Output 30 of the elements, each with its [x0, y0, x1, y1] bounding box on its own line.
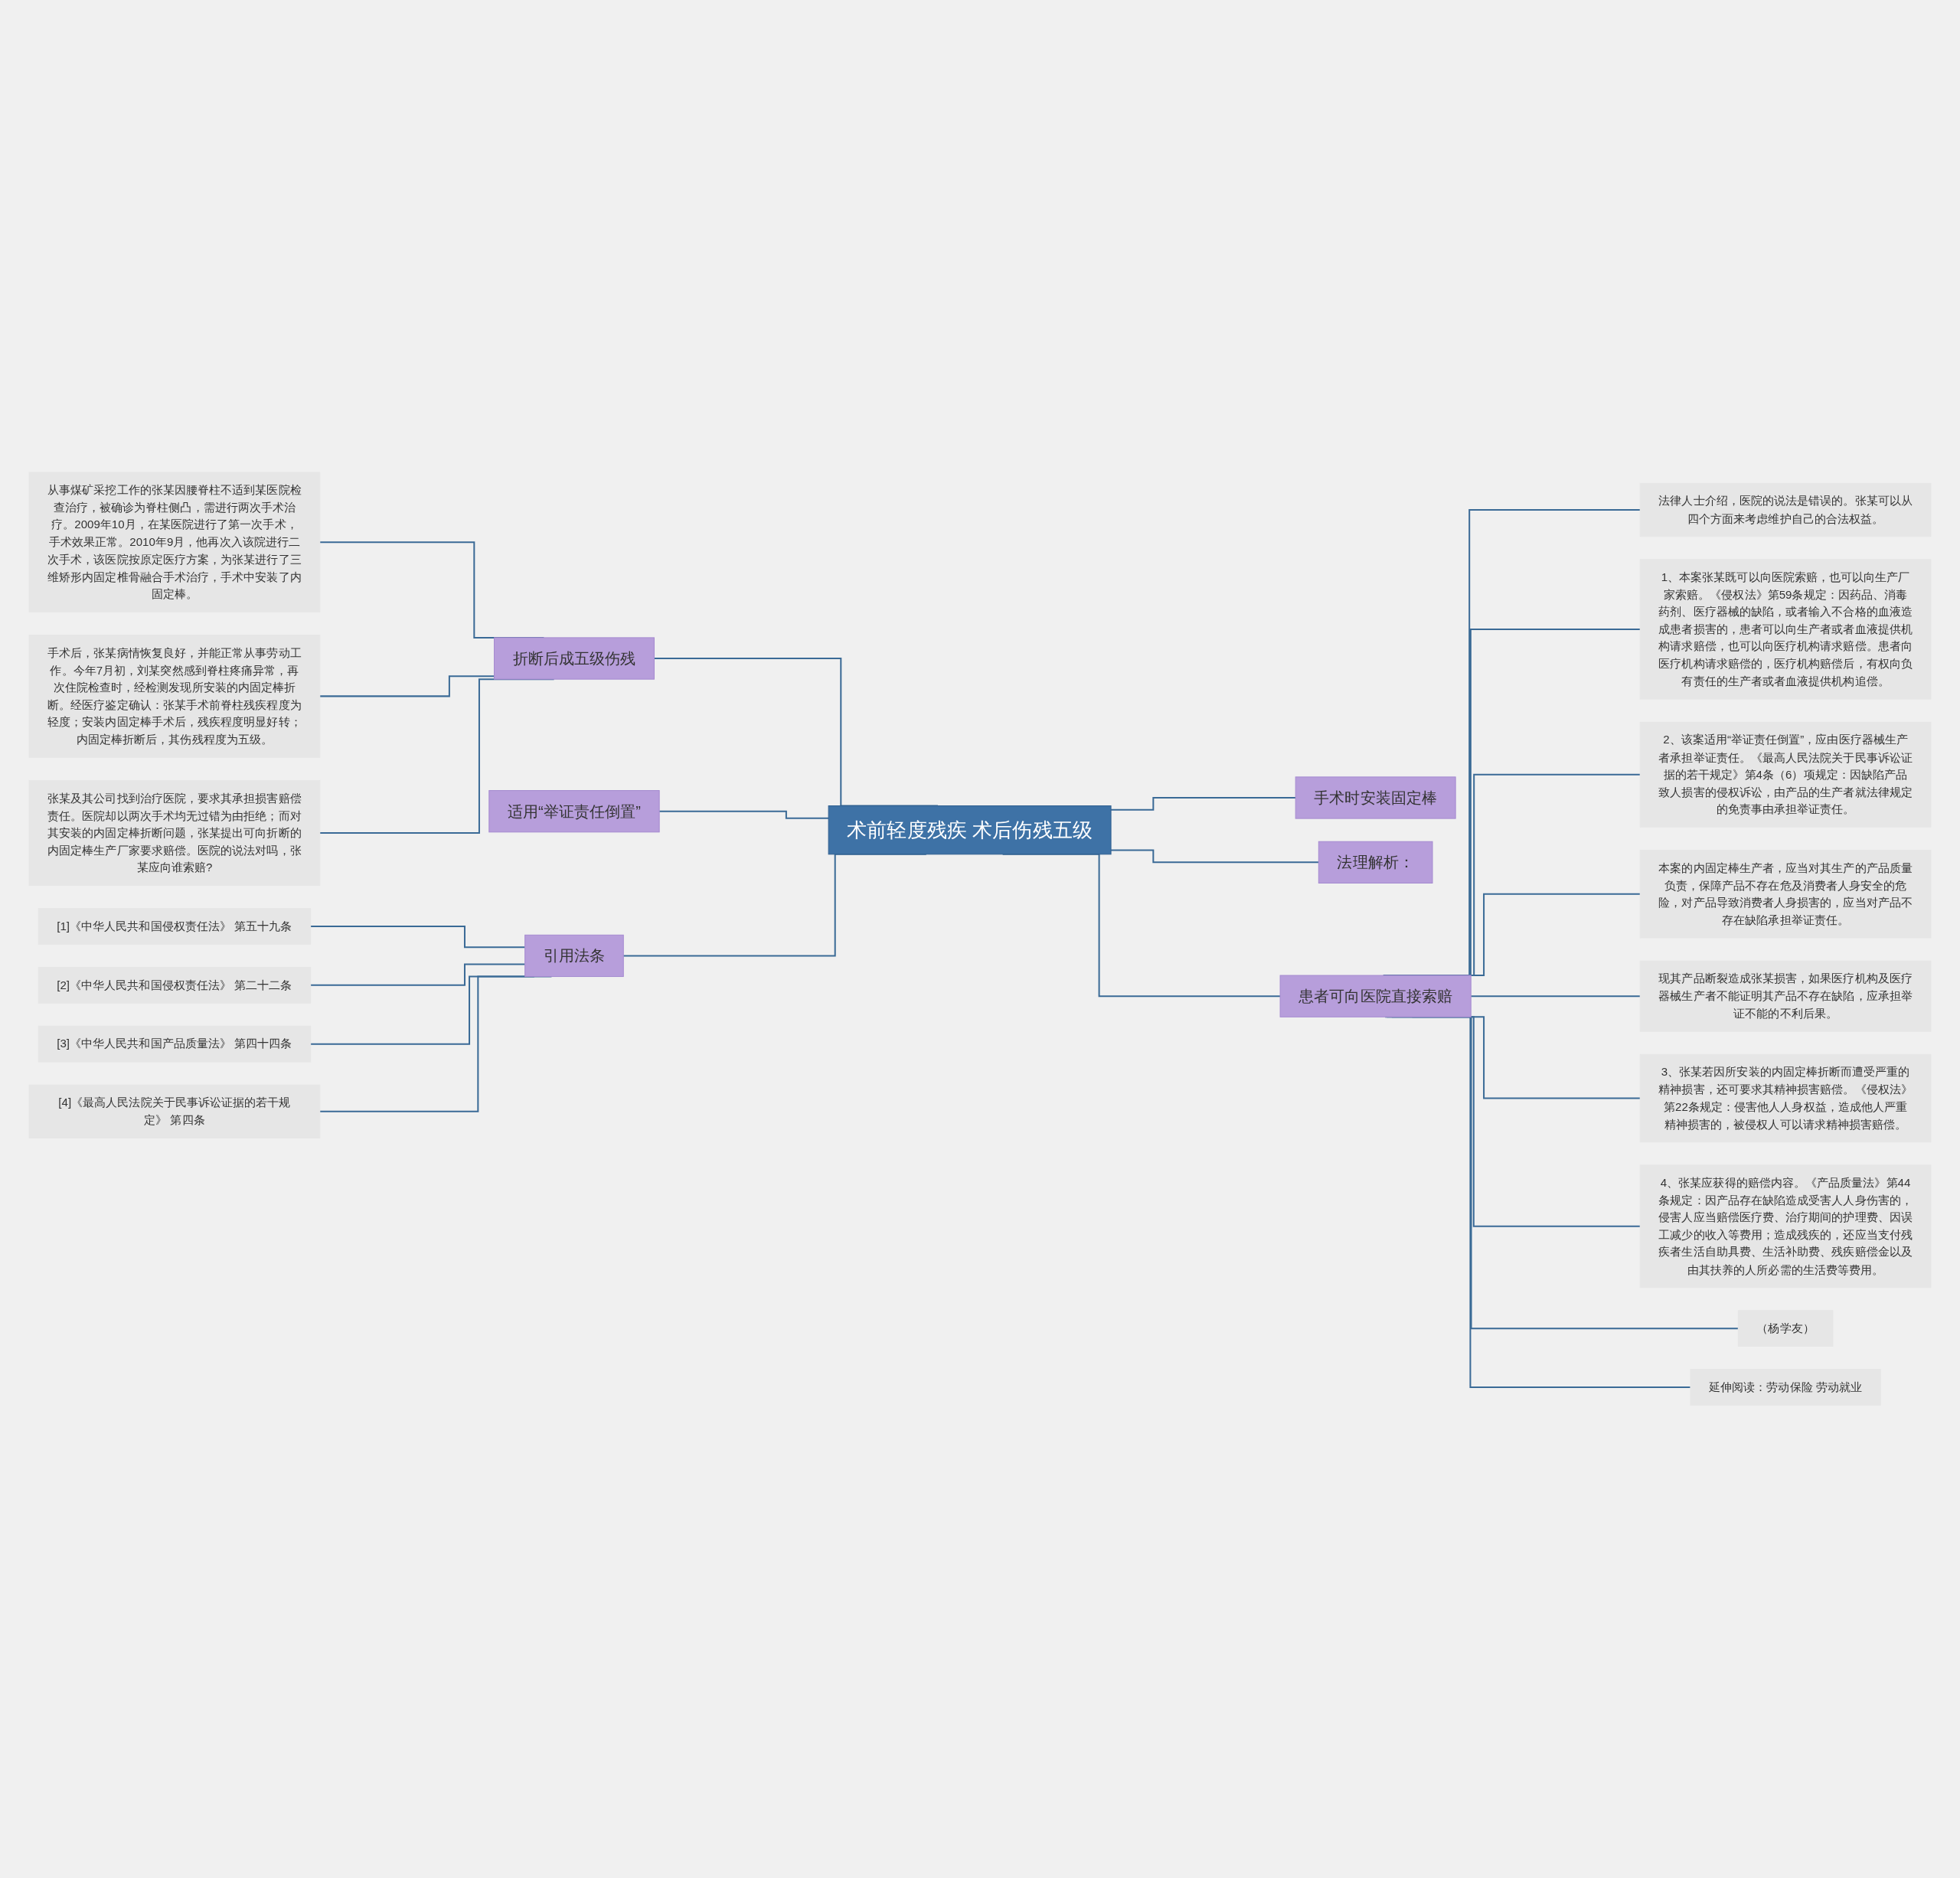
node-box: 1、本案张某既可以向医院索赔，也可以向生产厂家索赔。《侵权法》第59条规定：因药品、消毒药剂、医疗器械的缺陷，或者输入不合格的血液造成患者损害的，患者可以向生产者或者血液提供机构请求赔偿，也可以向医疗机构请求赔偿。患者向医疗机构请求赔偿的，医疗机构赔偿后，有权向负有责任的生产者或者血液提供机构追偿。 [1639, 559, 1932, 700]
node-box: 法律人士介绍，医院的说法是错误的。张某可以从四个方面来考虑维护自己的合法权益。 [1639, 483, 1932, 537]
node-box: 3、张某若因所安装的内固定棒折断而遭受严重的精神损害，还可要求其精神损害赔偿。《侵权法》第22条规定：侵害他人人身权益，造成他人严重精神损害的，被侵权人可以请求精神损害赔偿。 [1639, 1054, 1932, 1143]
node-box: 术前轻度残疾 术后伤残五级 [828, 805, 1112, 855]
connector [1111, 849, 1319, 864]
node-box: 本案的内固定棒生产者，应当对其生产的产品质量负责，保障产品不存在危及消费者人身安全的危险，对产品导致消费者人身损害的，应当对产品不存在缺陷承担举证责任。 [1639, 850, 1932, 939]
node-box: 2、该案适用“举证责任倒置”，应由医疗器械生产者承担举证责任。《最高人民法院关于民事诉讼证据的若干规定》第4条（6）项规定：因缺陷产品致人损害的侵权诉讼，由产品的生产者就法律规定的免责事由承担举证责任。 [1639, 722, 1932, 828]
node-box: 适用“举证责任倒置” [488, 790, 660, 833]
node-box: 延伸阅读：劳动保险 劳动就业 [1690, 1369, 1881, 1406]
node-box: 法理解析： [1318, 841, 1433, 884]
node-box: 手术时安装固定棒 [1295, 776, 1456, 819]
connector [659, 810, 829, 820]
connector [310, 963, 525, 987]
node-box: [4]《最高人民法院关于民事诉讼证据的若干规定》 第四条 [28, 1085, 321, 1139]
node-box: 折断后成五级伤残 [494, 637, 655, 680]
node-box: 4、张某应获得的赔偿内容。《产品质量法》第44条规定：因产品存在缺陷造成受害人人身伤害的，侵害人应当赔偿医疗费、治疗期间的护理费、因误工减少的收入等费用；造成残疾的，还应当支付残疾者生活自助具费、生活补助费、残疾赔偿金以及由其扶养的人所必需的生活费等费用。 [1639, 1164, 1932, 1288]
node-box: 手术后，张某病情恢复良好，并能正常从事劳动工作。今年7月初，刘某突然感到脊柱疼痛异常，再次住院检查时，经检测发现所安装的内固定棒折断。经医疗鉴定确认：张某手术前脊柱残疾程度为轻度；安装内固定棒手术后，残疾程度明显好转；内固定棒折断后，其伤残程度为五级。 [28, 635, 321, 759]
node-box: 从事煤矿采挖工作的张某因腰脊柱不适到某医院检查治疗，被确诊为脊柱侧凸，需进行两次手术治疗。2009年10月，在某医院进行了第一次手术，手术效果正常。2010年9月，他再次入该院进行二次手术，该医院按原定医疗方案，为张某进行了三维矫形内固定椎骨融合手术治疗，手术中安装了内固定棒。 [28, 472, 321, 613]
node-box: 患者可向医院直接索赔 [1279, 975, 1472, 1018]
connector [1471, 995, 1641, 998]
node-box: （杨学友） [1737, 1310, 1834, 1347]
node-box: [1]《中华人民共和国侵权责任法》 第五十九条 [38, 908, 312, 946]
connector [1111, 797, 1296, 812]
node-box: [3]《中华人民共和国产品质量法》 第四十四条 [38, 1026, 312, 1063]
node-box: [2]《中华人民共和国侵权责任法》 第二十二条 [38, 967, 312, 1004]
node-box: 张某及其公司找到治疗医院，要求其承担损害赔偿责任。医院却以两次手术均无过错为由拒绝；而对其安装的内固定棒折断问题，张某提出可向折断的内固定棒生产厂家要求赔偿。医院的说法对吗，张某应向谁索赔? [28, 780, 321, 887]
connector [319, 675, 495, 697]
connector [310, 926, 525, 949]
node-box: 现其产品断裂造成张某损害，如果医疗机构及医疗器械生产者不能证明其产品不存在缺陷，应承担举证不能的不利后果。 [1639, 961, 1932, 1032]
node-box: 引用法条 [524, 935, 624, 978]
